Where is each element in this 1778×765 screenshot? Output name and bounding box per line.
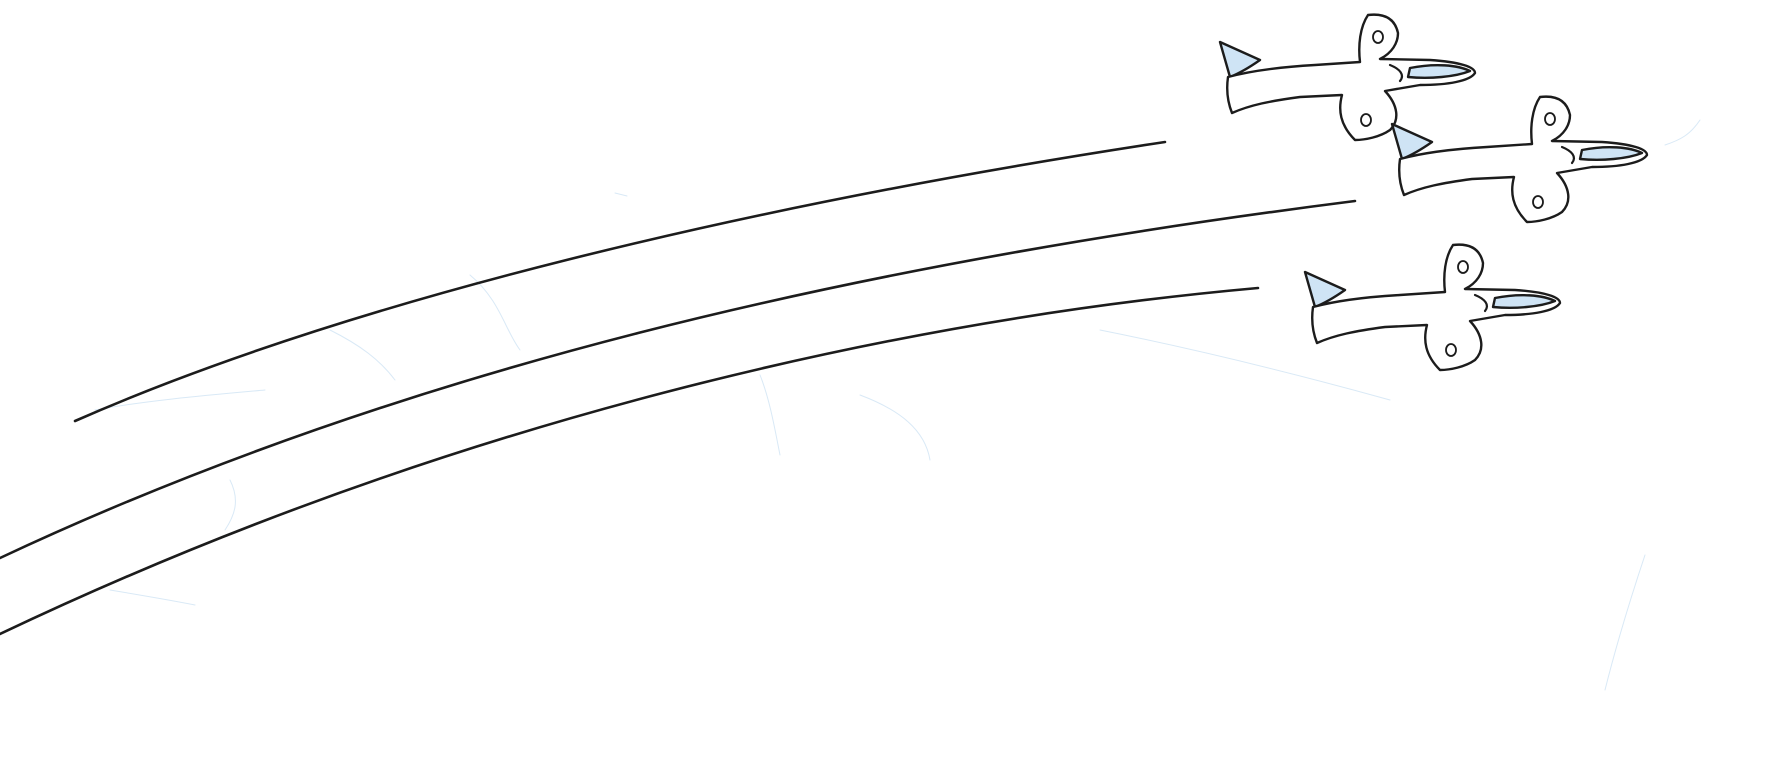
fuselage-outline (1398, 95, 1649, 224)
faint-mark (94, 389, 266, 411)
canopy (1406, 63, 1472, 79)
faint-mark (224, 479, 236, 531)
canopy (1491, 293, 1557, 309)
faint-mark (1664, 119, 1701, 146)
pencil-speck (614, 192, 628, 197)
faint-mark (109, 589, 196, 606)
jets-formation (1218, 13, 1649, 372)
canopy (1578, 145, 1644, 161)
faint-mark (469, 274, 521, 351)
faint-mark (1604, 554, 1646, 691)
contrails (0, 140, 1357, 636)
wing-root-line (1473, 293, 1489, 313)
contrail-bottom (0, 286, 1260, 636)
jet-middle (1390, 95, 1649, 224)
fuselage-outline (1226, 13, 1477, 142)
contrail-middle (0, 199, 1357, 560)
fuselage-outline (1311, 243, 1562, 372)
faint-marks (94, 119, 1701, 691)
faint-mark (329, 329, 396, 381)
upper-wing-roundel (1372, 30, 1384, 44)
faint-mark (759, 374, 781, 456)
lower-wing-roundel (1532, 195, 1544, 209)
upper-wing-roundel (1457, 260, 1469, 274)
contrail-top (73, 140, 1167, 423)
upper-wing-roundel (1544, 112, 1556, 126)
lower-wing-roundel (1360, 113, 1372, 127)
wing-root-line (1560, 145, 1576, 165)
lower-wing-roundel (1445, 343, 1457, 357)
wing-root-line (1388, 63, 1404, 83)
faint-mark (1099, 329, 1391, 401)
faint-mark (859, 394, 931, 461)
jet-top (1218, 13, 1477, 142)
jet-bottom (1303, 243, 1562, 372)
